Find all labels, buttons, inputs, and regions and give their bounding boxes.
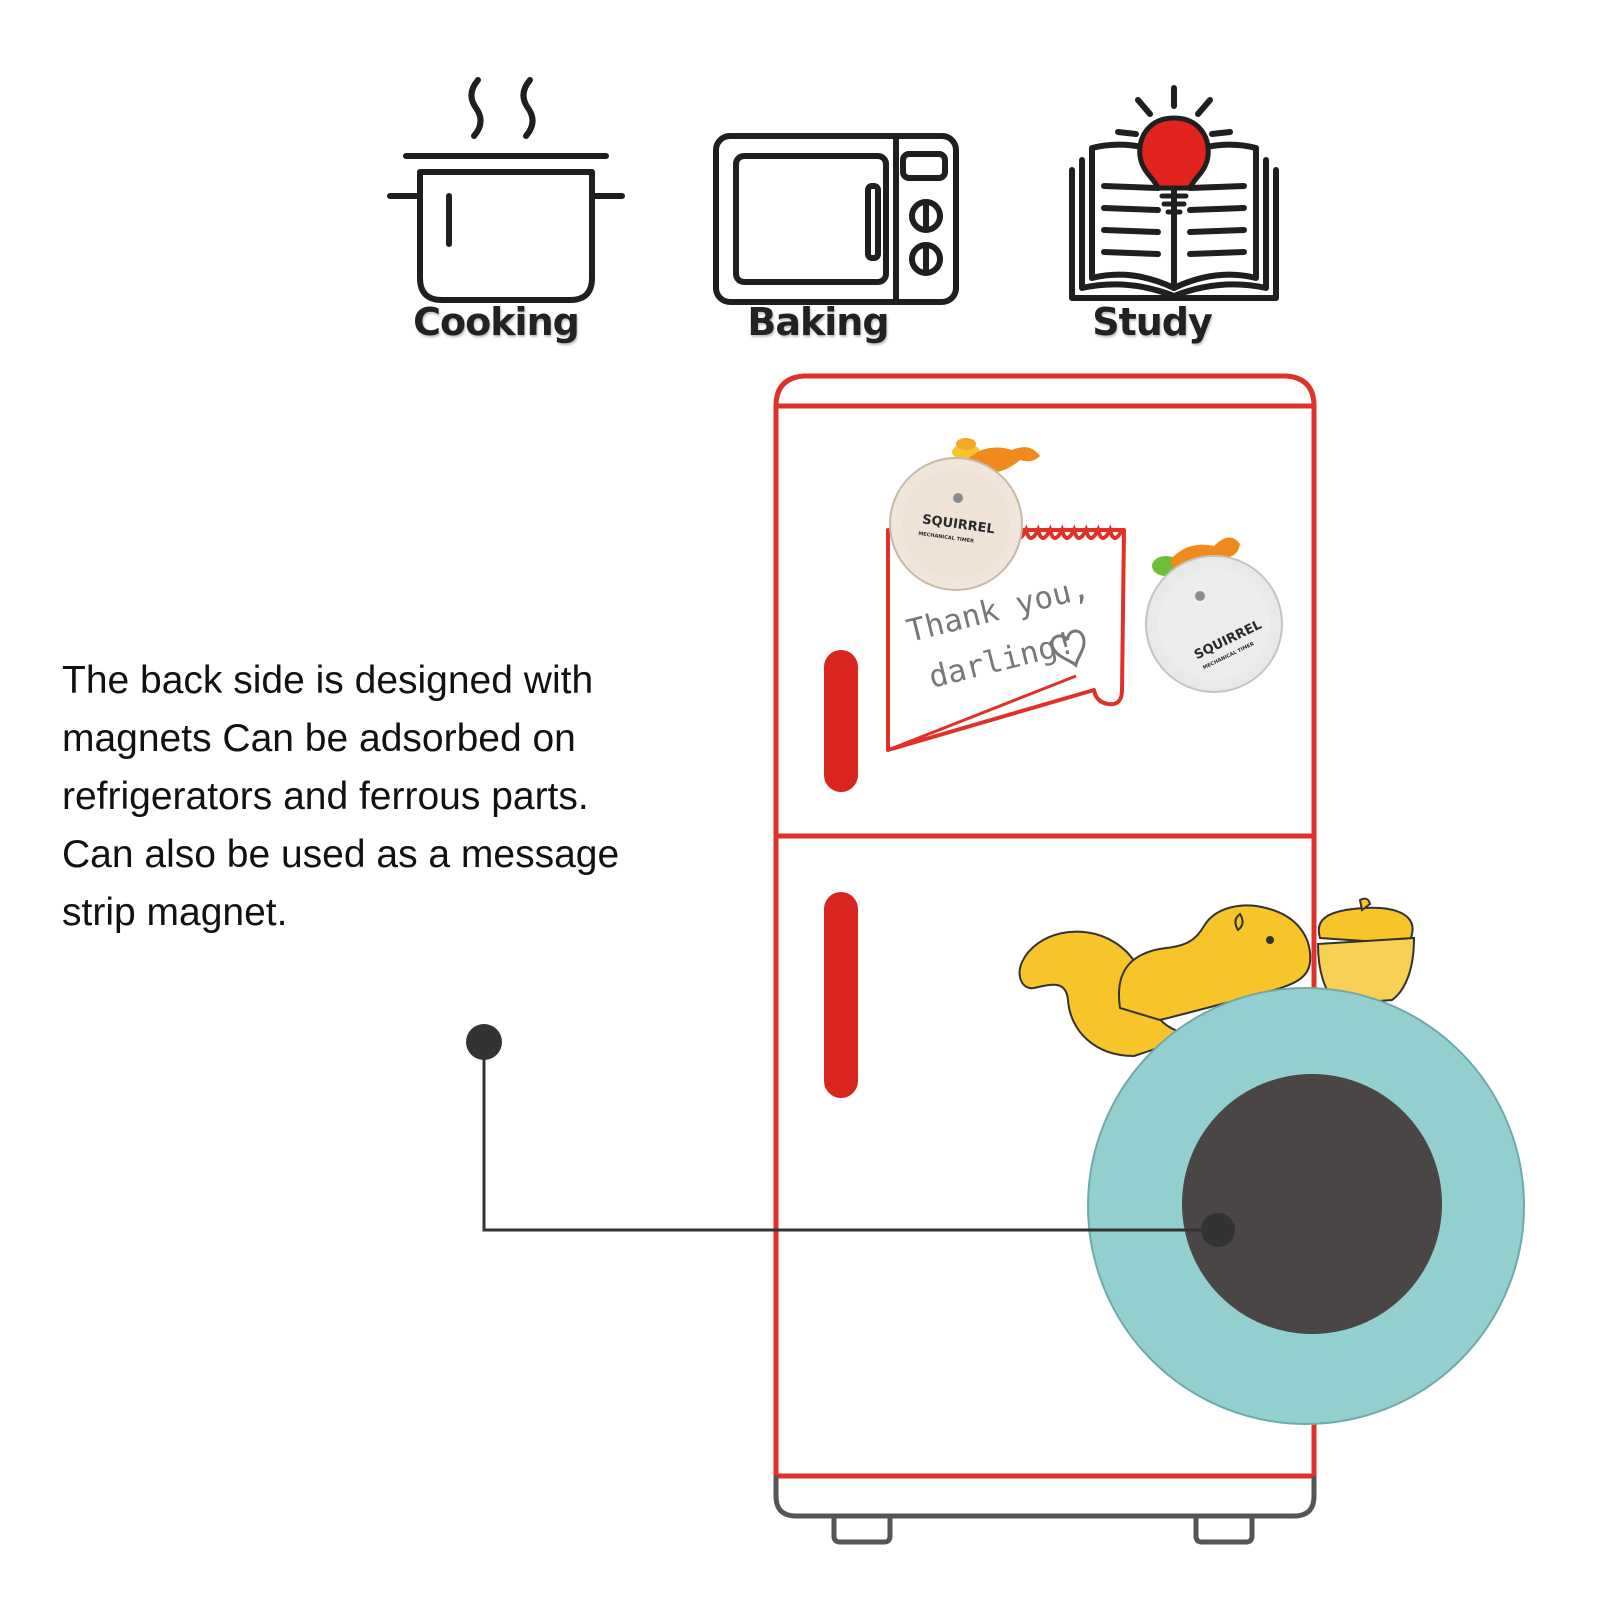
callout-pointer (466, 1024, 1235, 1247)
description-line: refrigerators and ferrous parts. (62, 775, 589, 818)
squirrel-timer-back (1018, 897, 1525, 1425)
description-line: The back side is designed with (62, 659, 594, 702)
microwave-icon (713, 133, 959, 305)
cooking-pot-icon (387, 77, 625, 303)
squirrel-timer-beige: SQUIRREL MECHANICAL TIMER (889, 438, 1040, 591)
description-line: strip magnet. (62, 891, 288, 934)
description-line: Can also be used as a message (62, 833, 620, 876)
magnet-description: The back side is designed with magnets C… (62, 652, 702, 942)
upper-door-handle (824, 650, 858, 792)
refrigerator-outline (773, 373, 1317, 1479)
magnet-core (1182, 1074, 1442, 1334)
study-label: Study (1092, 300, 1213, 344)
squirrel-timer-grey: SQUIRREL MECHANICAL TIMER (1145, 537, 1283, 693)
lower-door-handle (824, 892, 858, 1098)
baking-label: Baking (747, 300, 889, 344)
cooking-label: Cooking (413, 300, 580, 344)
refrigerator-base (773, 1476, 1317, 1545)
description-line: magnets Can be adsorbed on (62, 717, 576, 760)
open-book-lightbulb-icon (1069, 85, 1279, 301)
heart-icon (1050, 629, 1086, 668)
